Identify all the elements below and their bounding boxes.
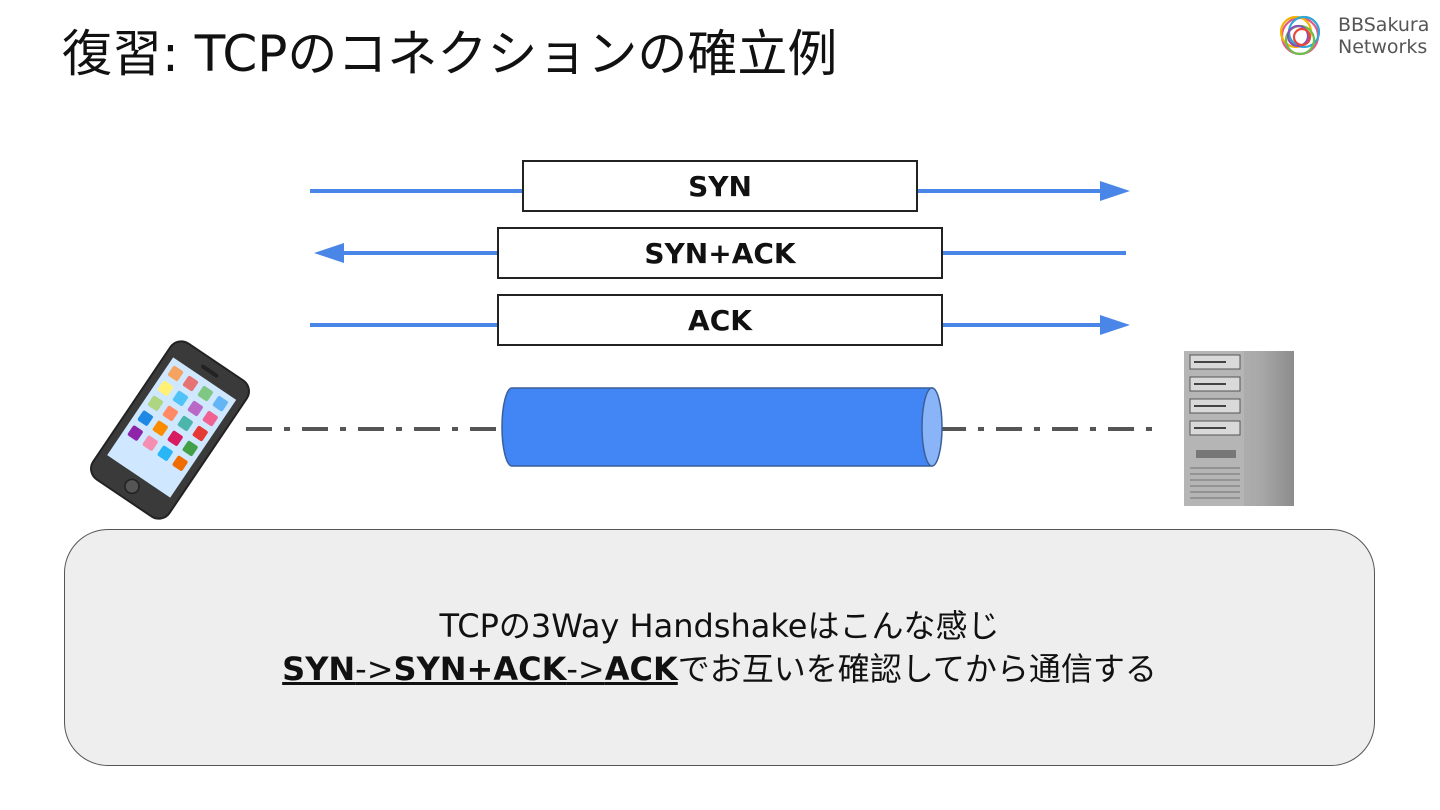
summary-syn-ack: SYN+ACK — [393, 650, 567, 688]
syn-ack-label-box: SYN+ACK — [497, 227, 943, 279]
bbsakura-logo — [1279, 15, 1321, 56]
logo-text: BBSakura Networks — [1338, 14, 1429, 58]
slide-title: 復習: TCPのコネクションの確立例 — [62, 25, 838, 83]
logo-line-2: Networks — [1338, 36, 1428, 58]
handshake-diagram — [90, 181, 1294, 520]
summary-box: TCPの3Way Handshakeはこんな感じ SYN->SYN+ACK->A… — [64, 529, 1375, 766]
smartphone-icon — [90, 340, 250, 520]
ack-label-box: ACK — [497, 294, 943, 346]
summary-rest: でお互いを確認してから通信する — [677, 650, 1157, 688]
summary-syn: SYN — [282, 650, 356, 688]
tunnel-cylinder — [501, 387, 943, 467]
server-icon — [1184, 351, 1294, 506]
summary-line-1: TCPの3Way Handshakeはこんな感じ — [439, 607, 1000, 645]
syn-label-box: SYN — [522, 160, 918, 212]
logo-line-1: BBSakura — [1338, 14, 1430, 36]
logo-mark-icon — [1279, 15, 1321, 56]
summary-line-2: SYN->SYN+ACK->ACKでお互いを確認してから通信する — [65, 648, 1374, 690]
summary-arrow-2: -> — [566, 650, 605, 688]
summary-ack: ACK — [604, 650, 678, 688]
summary-arrow-1: -> — [355, 650, 394, 688]
